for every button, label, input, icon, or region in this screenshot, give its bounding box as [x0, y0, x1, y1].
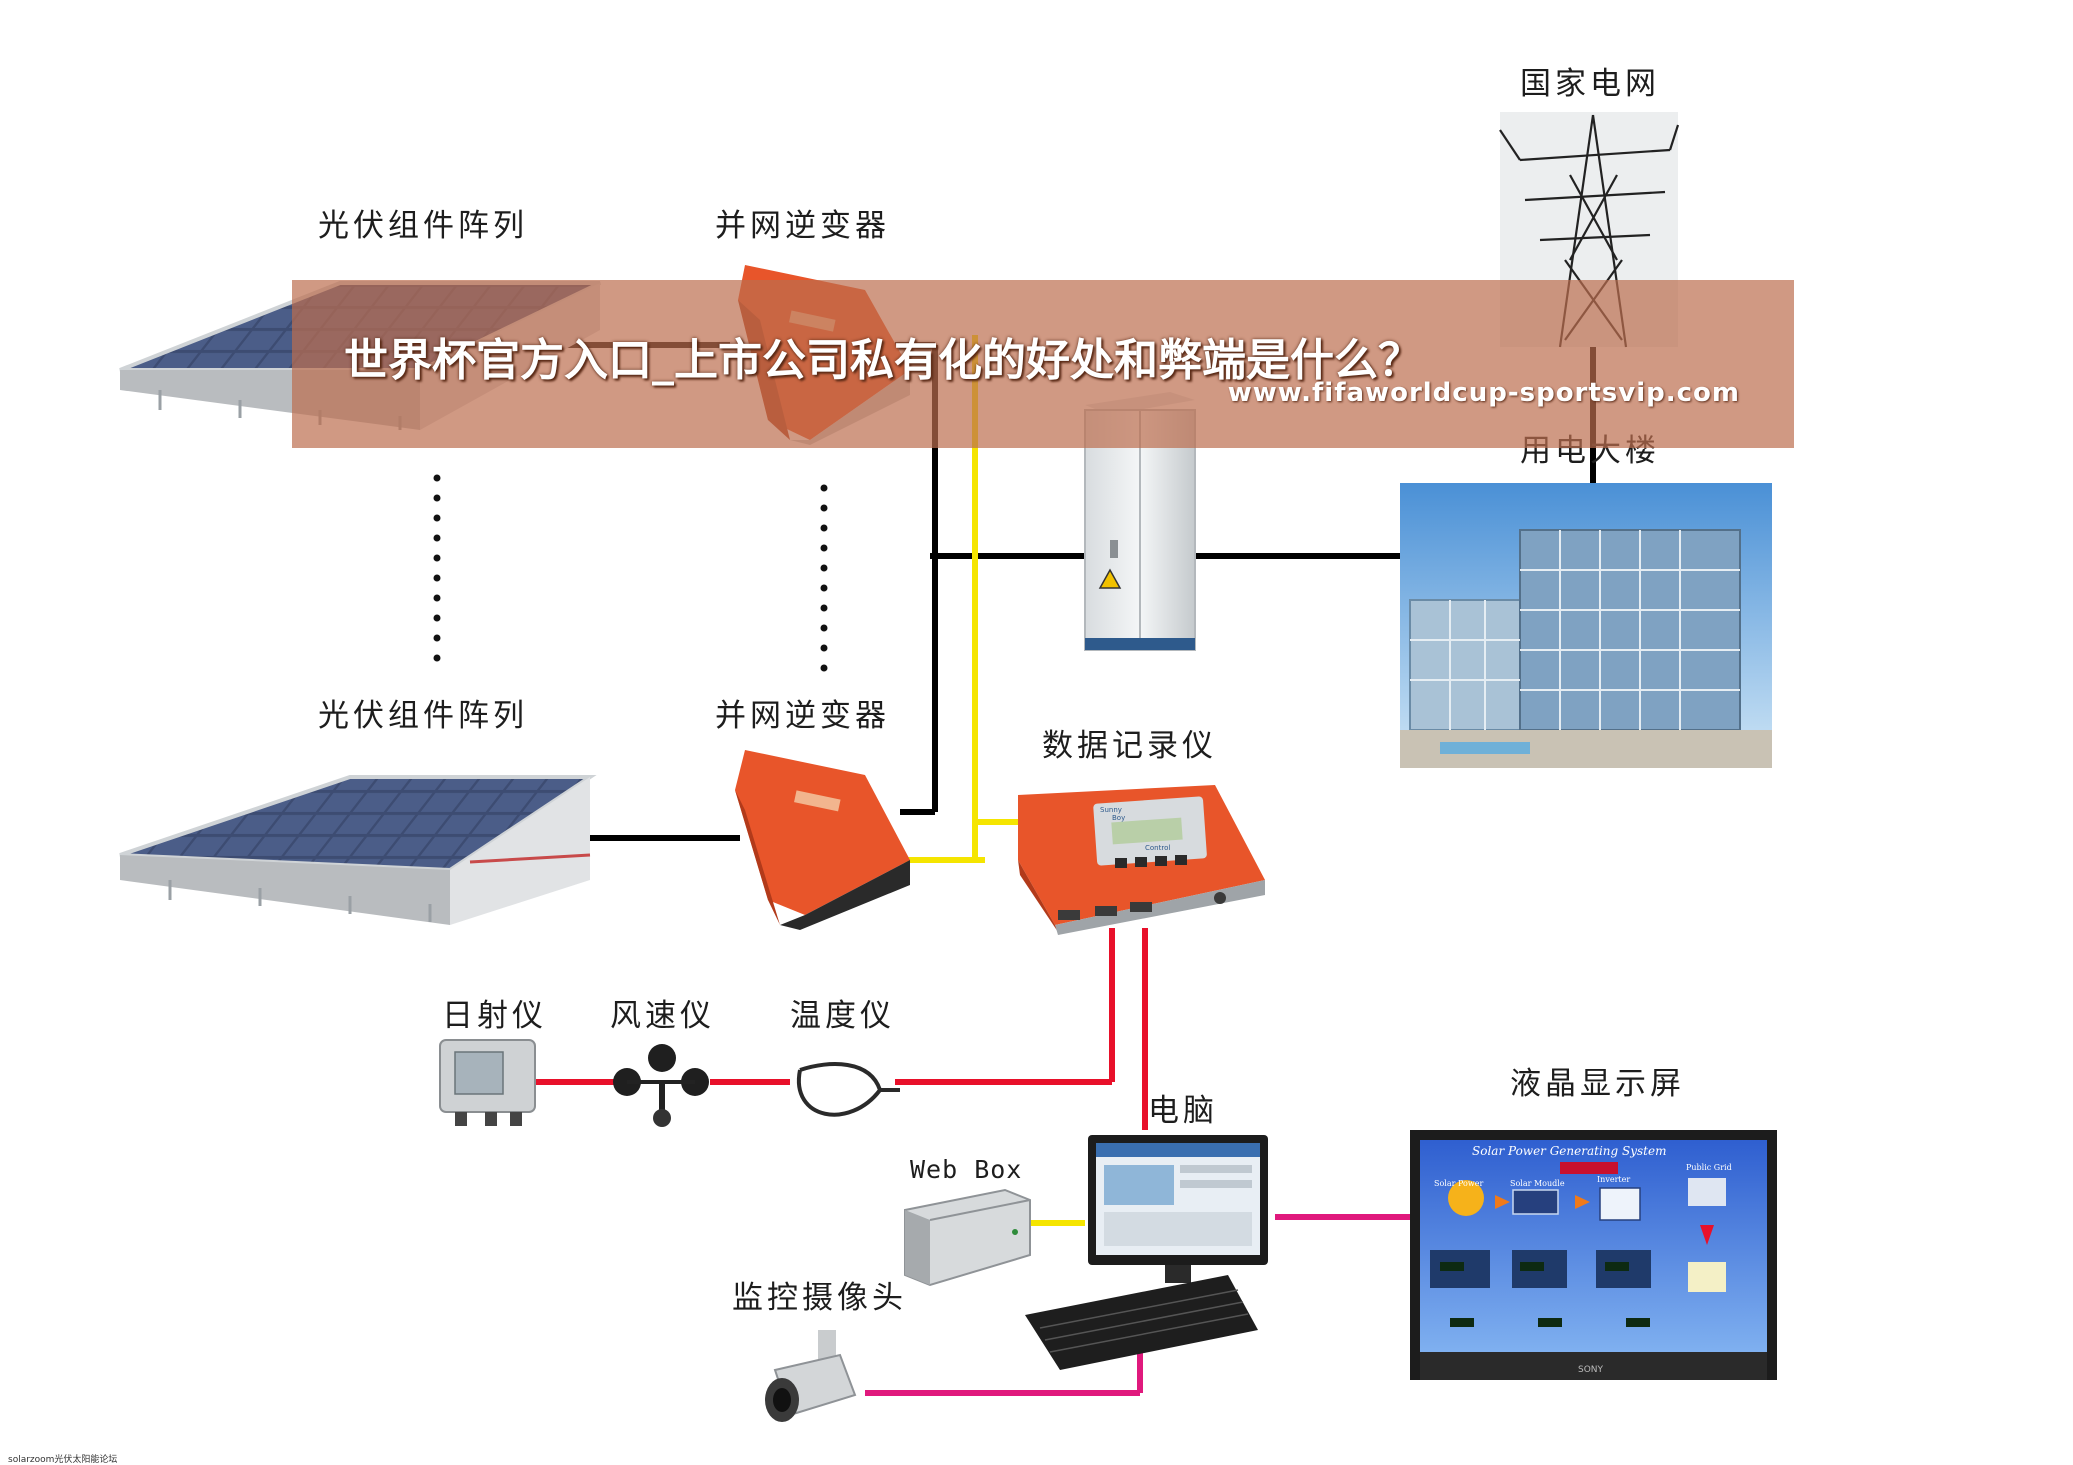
- computer: [1025, 1135, 1268, 1370]
- signal-lines-yellow: [900, 335, 1085, 1226]
- monitor-title: Solar Power Generating System: [1472, 1144, 1666, 1158]
- thermometer-probe: [796, 1062, 900, 1117]
- data-logger: Sunny Boy Control: [1018, 785, 1265, 935]
- lcd-monitor: Solar Power Generating System Solar Powe…: [1410, 1130, 1777, 1380]
- label-anemometer: 风速仪: [610, 998, 715, 1034]
- label-inverter-bottom: 并网逆变器: [715, 698, 890, 734]
- logger-brand-2: Boy: [1112, 814, 1125, 822]
- label-thermometer: 温度仪: [790, 998, 895, 1034]
- monitor-module-label: Solar Moudle: [1510, 1179, 1565, 1188]
- label-webbox: Web Box: [910, 1155, 1023, 1184]
- label-irradiance: 日射仪: [442, 998, 547, 1034]
- headline-banner[interactable]: 世界杯官方入口_上市公司私有化的好处和弊端是什么？ www.fifaworldc…: [292, 280, 1794, 448]
- monitor-inverter-label: Inverter: [1597, 1175, 1630, 1184]
- label-inverter-top: 并网逆变器: [715, 208, 890, 244]
- label-datalogger: 数据记录仪: [1042, 728, 1217, 764]
- surveillance-camera: [765, 1330, 857, 1422]
- monitor-brand: SONY: [1578, 1365, 1604, 1375]
- monitor-solar-label: Solar Power: [1434, 1179, 1483, 1188]
- office-building: [1400, 483, 1772, 768]
- logger-brand-1: Sunny: [1100, 806, 1122, 814]
- label-pv-array-top: 光伏组件阵列: [318, 208, 528, 244]
- ellipsis-dots: [433, 474, 828, 672]
- logger-control: Control: [1145, 844, 1170, 852]
- label-computer: 电脑: [1148, 1093, 1218, 1129]
- sensor-lines-red: [535, 928, 1148, 1130]
- footer-watermark: solarzoom光伏太阳能论坛: [8, 1455, 118, 1465]
- web-box: [904, 1188, 1031, 1287]
- label-lcd: 液晶显示屏: [1510, 1066, 1685, 1102]
- pv-array-bottom: [119, 775, 597, 925]
- label-camera: 监控摄像头: [732, 1280, 907, 1316]
- monitor-grid-label: Public Grid: [1686, 1163, 1732, 1172]
- label-pv-array-bottom: 光伏组件阵列: [318, 698, 528, 734]
- inverter-bottom: [735, 750, 910, 930]
- anemometer: [613, 1044, 709, 1127]
- irradiance-meter: [439, 1039, 536, 1126]
- banner-title[interactable]: 世界杯官方入口_上市公司私有化的好处和弊端是什么？: [344, 335, 1422, 386]
- label-grid: 国家电网: [1520, 66, 1660, 102]
- banner-url[interactable]: www.fifaworldcup-sportsvip.com: [1227, 378, 1740, 408]
